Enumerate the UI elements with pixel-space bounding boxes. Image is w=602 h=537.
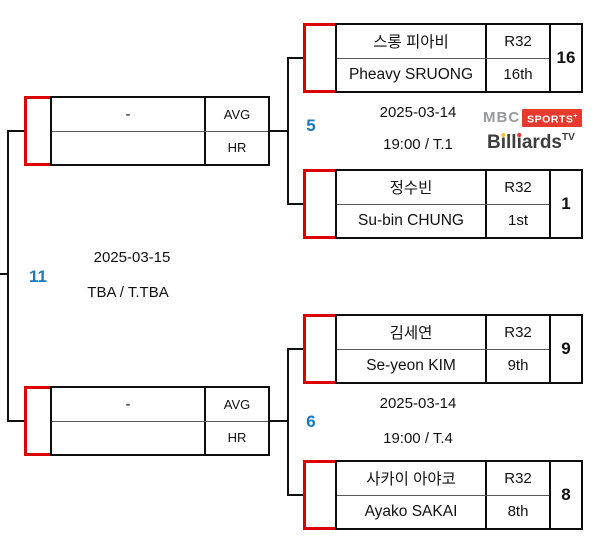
match6-date: 2025-03-14	[379, 395, 457, 412]
bracket-red-tab	[303, 23, 335, 93]
bracket-red-tab	[303, 314, 335, 384]
qualifier-top-right-stub	[270, 130, 287, 132]
match6-vertical-line	[287, 348, 289, 496]
match6-time: 19:00 / T.4	[383, 430, 453, 447]
mbc-wordmark: MBC	[483, 108, 521, 126]
seed-number: 1	[549, 171, 581, 237]
match5-top-stub	[289, 57, 303, 59]
qualifier-bottom-left-stub	[7, 420, 24, 422]
bracket-red-tab	[24, 386, 50, 456]
qualifier-name-empty	[52, 422, 204, 455]
match5-player1-box: 스롱 피아비 R32 Pheavy SRUONG 16th 16	[303, 23, 583, 93]
round-label: R32	[485, 316, 549, 349]
hr-label: HR	[204, 131, 268, 164]
rank-label: 8th	[485, 495, 549, 528]
bracket-red-tab	[303, 169, 335, 239]
rank-label: 9th	[485, 349, 549, 382]
match5-player2-box: 정수빈 R32 Su-bin CHUNG 1st 1	[303, 169, 583, 239]
rank-label: 16th	[485, 58, 549, 91]
avg-label: AVG	[204, 98, 268, 131]
match6-number: 6	[306, 412, 316, 431]
round-label: R32	[485, 171, 549, 204]
match5-bottom-stub	[289, 203, 303, 205]
hr-label: HR	[204, 421, 268, 454]
match6-player2-box: 사카이 아야코 R32 Ayako SAKAI 8th 8	[303, 460, 583, 530]
billiards-yellow-dot-i: ı	[500, 132, 507, 153]
semifinal-time: TBA / T.TBA	[87, 284, 169, 301]
round-label: R32	[485, 462, 549, 495]
round-label: R32	[485, 25, 549, 58]
player-name-local: 사카이 아야코	[366, 471, 456, 489]
seed-number: 16	[549, 25, 581, 91]
bracket-red-tab	[303, 460, 335, 530]
avg-label: AVG	[204, 388, 268, 421]
match6-top-stub	[289, 348, 303, 350]
match6-player1-box: 김세연 R32 Se-yeon KIM 9th 9	[303, 314, 583, 384]
player-name-en: Su-bin CHUNG	[358, 211, 464, 229]
player-name-en: Pheavy SRUONG	[348, 65, 474, 83]
rank-label: 1st	[485, 204, 549, 237]
player-name-en: Se-yeon KIM	[366, 356, 456, 374]
qualifier-bottom-right-stub	[270, 420, 287, 422]
match5-date: 2025-03-14	[379, 104, 457, 121]
match5-number: 5	[306, 116, 316, 135]
qualifier-box-bottom: - AVG HR	[24, 386, 270, 456]
match5-vertical-line	[287, 57, 289, 205]
qualifier-name-empty	[52, 132, 204, 165]
semifinal-date: 2025-03-15	[93, 249, 171, 266]
mbc-sports-logo: MBC SPORTS+	[483, 109, 582, 127]
qualifier-box-top: - AVG HR	[24, 96, 270, 166]
player-name-local: 정수빈	[389, 180, 433, 198]
qualifier-top-left-stub	[7, 130, 24, 132]
qualifier-name: -	[125, 105, 131, 123]
match5-time: 19:00 / T.1	[383, 136, 453, 153]
final-connector-line	[0, 273, 7, 275]
semifinal-vertical-line	[7, 130, 9, 422]
seed-number: 8	[549, 462, 581, 528]
seed-number: 9	[549, 316, 581, 382]
player-name-local: 김세연	[389, 325, 433, 343]
player-name-en: Ayako SAKAI	[364, 502, 458, 520]
sports-plus-badge: SPORTS+	[522, 109, 582, 127]
match6-bottom-stub	[289, 494, 303, 496]
billiards-tv-logo: BıllıardsTV	[487, 132, 575, 153]
qualifier-name: -	[125, 395, 131, 413]
bracket-red-tab	[24, 96, 50, 166]
billiards-red-dot-i: ı	[516, 132, 522, 153]
player-name-local: 스롱 피아비	[373, 34, 449, 52]
tv-superscript: TV	[562, 132, 575, 143]
semifinal-number: 11	[29, 267, 47, 286]
